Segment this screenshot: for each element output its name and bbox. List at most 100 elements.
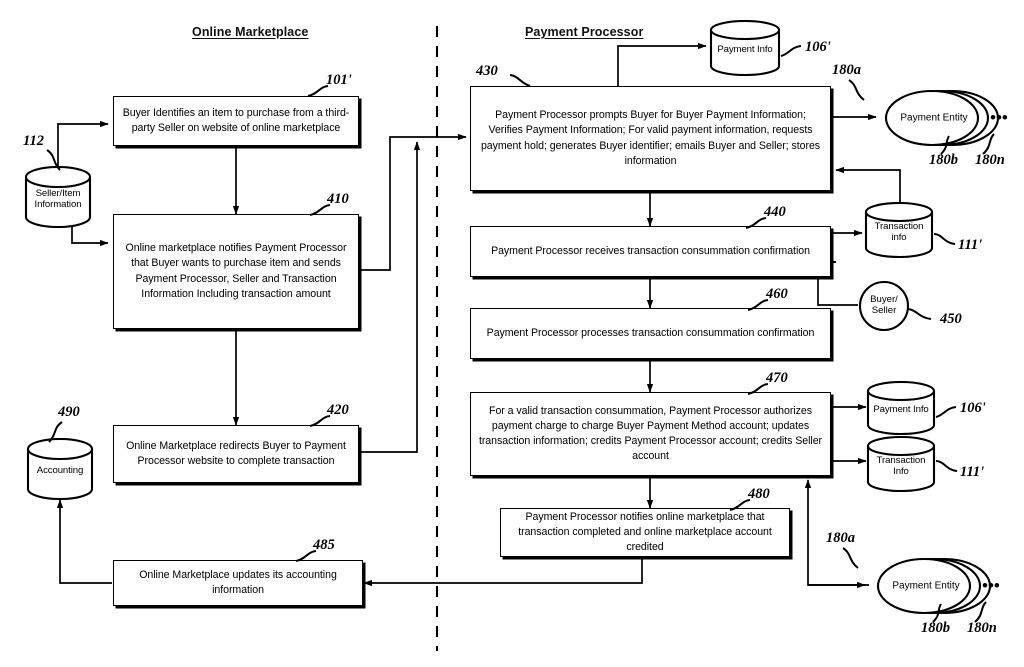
process-box-430[interactable]: Payment Processor prompts Buyer for Buye… [470,86,831,191]
process-box-480[interactable]: Payment Processor notifies online market… [500,508,790,557]
ref-label-111-mid: 111' [958,237,983,253]
datastore-seller-item-information[interactable]: Seller/Item Information [24,165,92,229]
entity-payment-entity-top[interactable]: ••• Payment Entity [870,85,1020,151]
process-box-460-text: Payment Processor processes transaction … [486,326,815,339]
datastore-transaction-info-low[interactable]: Transaction Info [866,435,936,493]
actor-450-line1: Buyer/ [870,294,898,306]
entity-payment-entity-top-label: Payment Entity [900,112,968,124]
process-box-485-text: Online Marketplace updates its accountin… [139,568,337,596]
leader-180n-bottom [974,601,987,623]
leader-111-mid [933,233,956,245]
actor-buyer-seller[interactable]: Buyer/ Seller [858,280,910,332]
ref-label-101: 101' [326,72,352,88]
ref-label-180a-bottom: 180a [826,530,855,546]
ds-111-mid-line1: Transaction [874,220,924,232]
leader-106-top [780,45,802,57]
leader-180b-bottom [932,603,942,623]
ref-label-470: 470 [766,370,788,386]
process-box-440-text: Payment Processor receives transaction c… [491,244,810,257]
datastore-transaction-info-mid-label: Transaction info [864,202,934,258]
process-box-410-text: Online marketplace notifies Payment Proc… [125,242,347,300]
datastore-payment-info-low[interactable]: Payment Info [866,380,936,436]
ds-112-line1: Seller/Item [35,187,81,199]
ref-label-485: 485 [313,537,335,553]
entity-payment-entity-bottom[interactable]: ••• Payment Entity [862,553,1012,619]
ds-112-line2: Information [34,198,82,210]
ds-111-low-line2: Info [893,465,909,477]
leader-180n-top [982,133,995,155]
actor-buyer-seller-label: Buyer/ Seller [858,280,910,332]
leader-101 [307,85,329,97]
process-box-101-text: Buyer Identifies an item to purchase fro… [122,106,350,134]
entity-payment-entity-bottom-label: Payment Entity [892,580,960,592]
process-box-420[interactable]: Online Marketplace redirects Buyer to Pa… [113,425,359,483]
ref-label-180a-top: 180a [832,62,861,78]
cylinder-shape [26,437,94,501]
ref-label-480: 480 [748,486,770,502]
ref-label-111-low: 111' [960,464,985,480]
leader-180a-bottom [842,547,859,569]
cylinder-shape [709,19,781,77]
ref-label-180b-top: 180b [929,152,958,168]
process-box-470-text: For a valid transaction consummation, Pa… [478,404,823,463]
process-box-480-text: Payment Processor notifies online market… [518,510,772,554]
cylinder-shape [24,165,92,229]
datastore-payment-info-top-label: Payment Info [709,20,781,76]
leader-410 [309,204,331,216]
ds-106-top-line1: Payment Info [717,44,773,56]
ref-label-450: 450 [940,311,962,327]
process-box-485[interactable]: Online Marketplace updates its accountin… [113,560,363,606]
process-box-101[interactable]: Buyer Identifies an item to purchase fro… [113,96,359,146]
cylinder-shape [866,380,936,436]
leader-111-low [935,460,958,472]
datastore-seller-item-label: Seller/Item Information [24,166,92,228]
ref-label-410: 410 [327,191,349,207]
ref-label-106-top: 106' [805,39,831,55]
leader-480 [729,499,751,511]
process-box-440[interactable]: Payment Processor receives transaction c… [470,226,831,277]
leader-106-low [935,406,957,418]
svg-text:•••: ••• [982,576,1000,595]
datastore-transaction-info-mid[interactable]: Transaction info [864,201,934,259]
leader-485 [295,550,317,562]
ref-label-430: 430 [476,63,498,79]
ref-label-180n-top: 180n [975,152,1005,168]
lane-title-online-marketplace: Online Marketplace [192,25,309,39]
datastore-accounting-label: Accounting [26,438,94,500]
ref-label-180n-bottom: 180n [967,620,997,636]
ref-label-420: 420 [327,402,349,418]
ds-111-low-line1: Transaction [876,454,926,466]
leader-460 [747,299,769,311]
leader-430 [509,74,531,87]
leader-490 [48,421,63,443]
leader-450 [906,308,932,320]
lane-title-payment-processor: Payment Processor [525,25,644,39]
leader-470 [747,383,769,395]
ref-label-490: 490 [58,404,80,420]
leader-440 [745,217,767,229]
process-box-430-text: Payment Processor prompts Buyer for Buye… [480,109,821,167]
ref-label-460: 460 [766,286,788,302]
leader-420 [309,415,331,427]
leader-180b-top [940,135,950,155]
stacked-ellipses-shape: ••• [876,557,1000,615]
ref-label-106-low: 106' [960,400,986,416]
leader-112 [46,149,61,171]
ds-111-mid-line2: info [891,231,907,243]
cylinder-shape [864,201,934,259]
datastore-accounting[interactable]: Accounting [26,437,94,501]
ds-106-low-line1: Payment Info [873,404,929,416]
datastore-transaction-info-low-label: Transaction Info [866,436,936,492]
process-box-420-text: Online Marketplace redirects Buyer to Pa… [126,439,346,467]
datastore-payment-info-top[interactable]: Payment Info [709,19,781,77]
process-box-410[interactable]: Online marketplace notifies Payment Proc… [113,214,359,329]
stacked-ellipses-shape: ••• [884,89,1008,147]
process-box-470[interactable]: For a valid transaction consummation, Pa… [470,392,831,476]
circle-shape [858,280,910,332]
datastore-payment-info-low-label: Payment Info [866,381,936,435]
leader-180a-top [848,79,865,101]
process-box-460[interactable]: Payment Processor processes transaction … [470,308,831,359]
svg-text:•••: ••• [990,108,1008,127]
ref-label-112: 112 [23,133,44,149]
